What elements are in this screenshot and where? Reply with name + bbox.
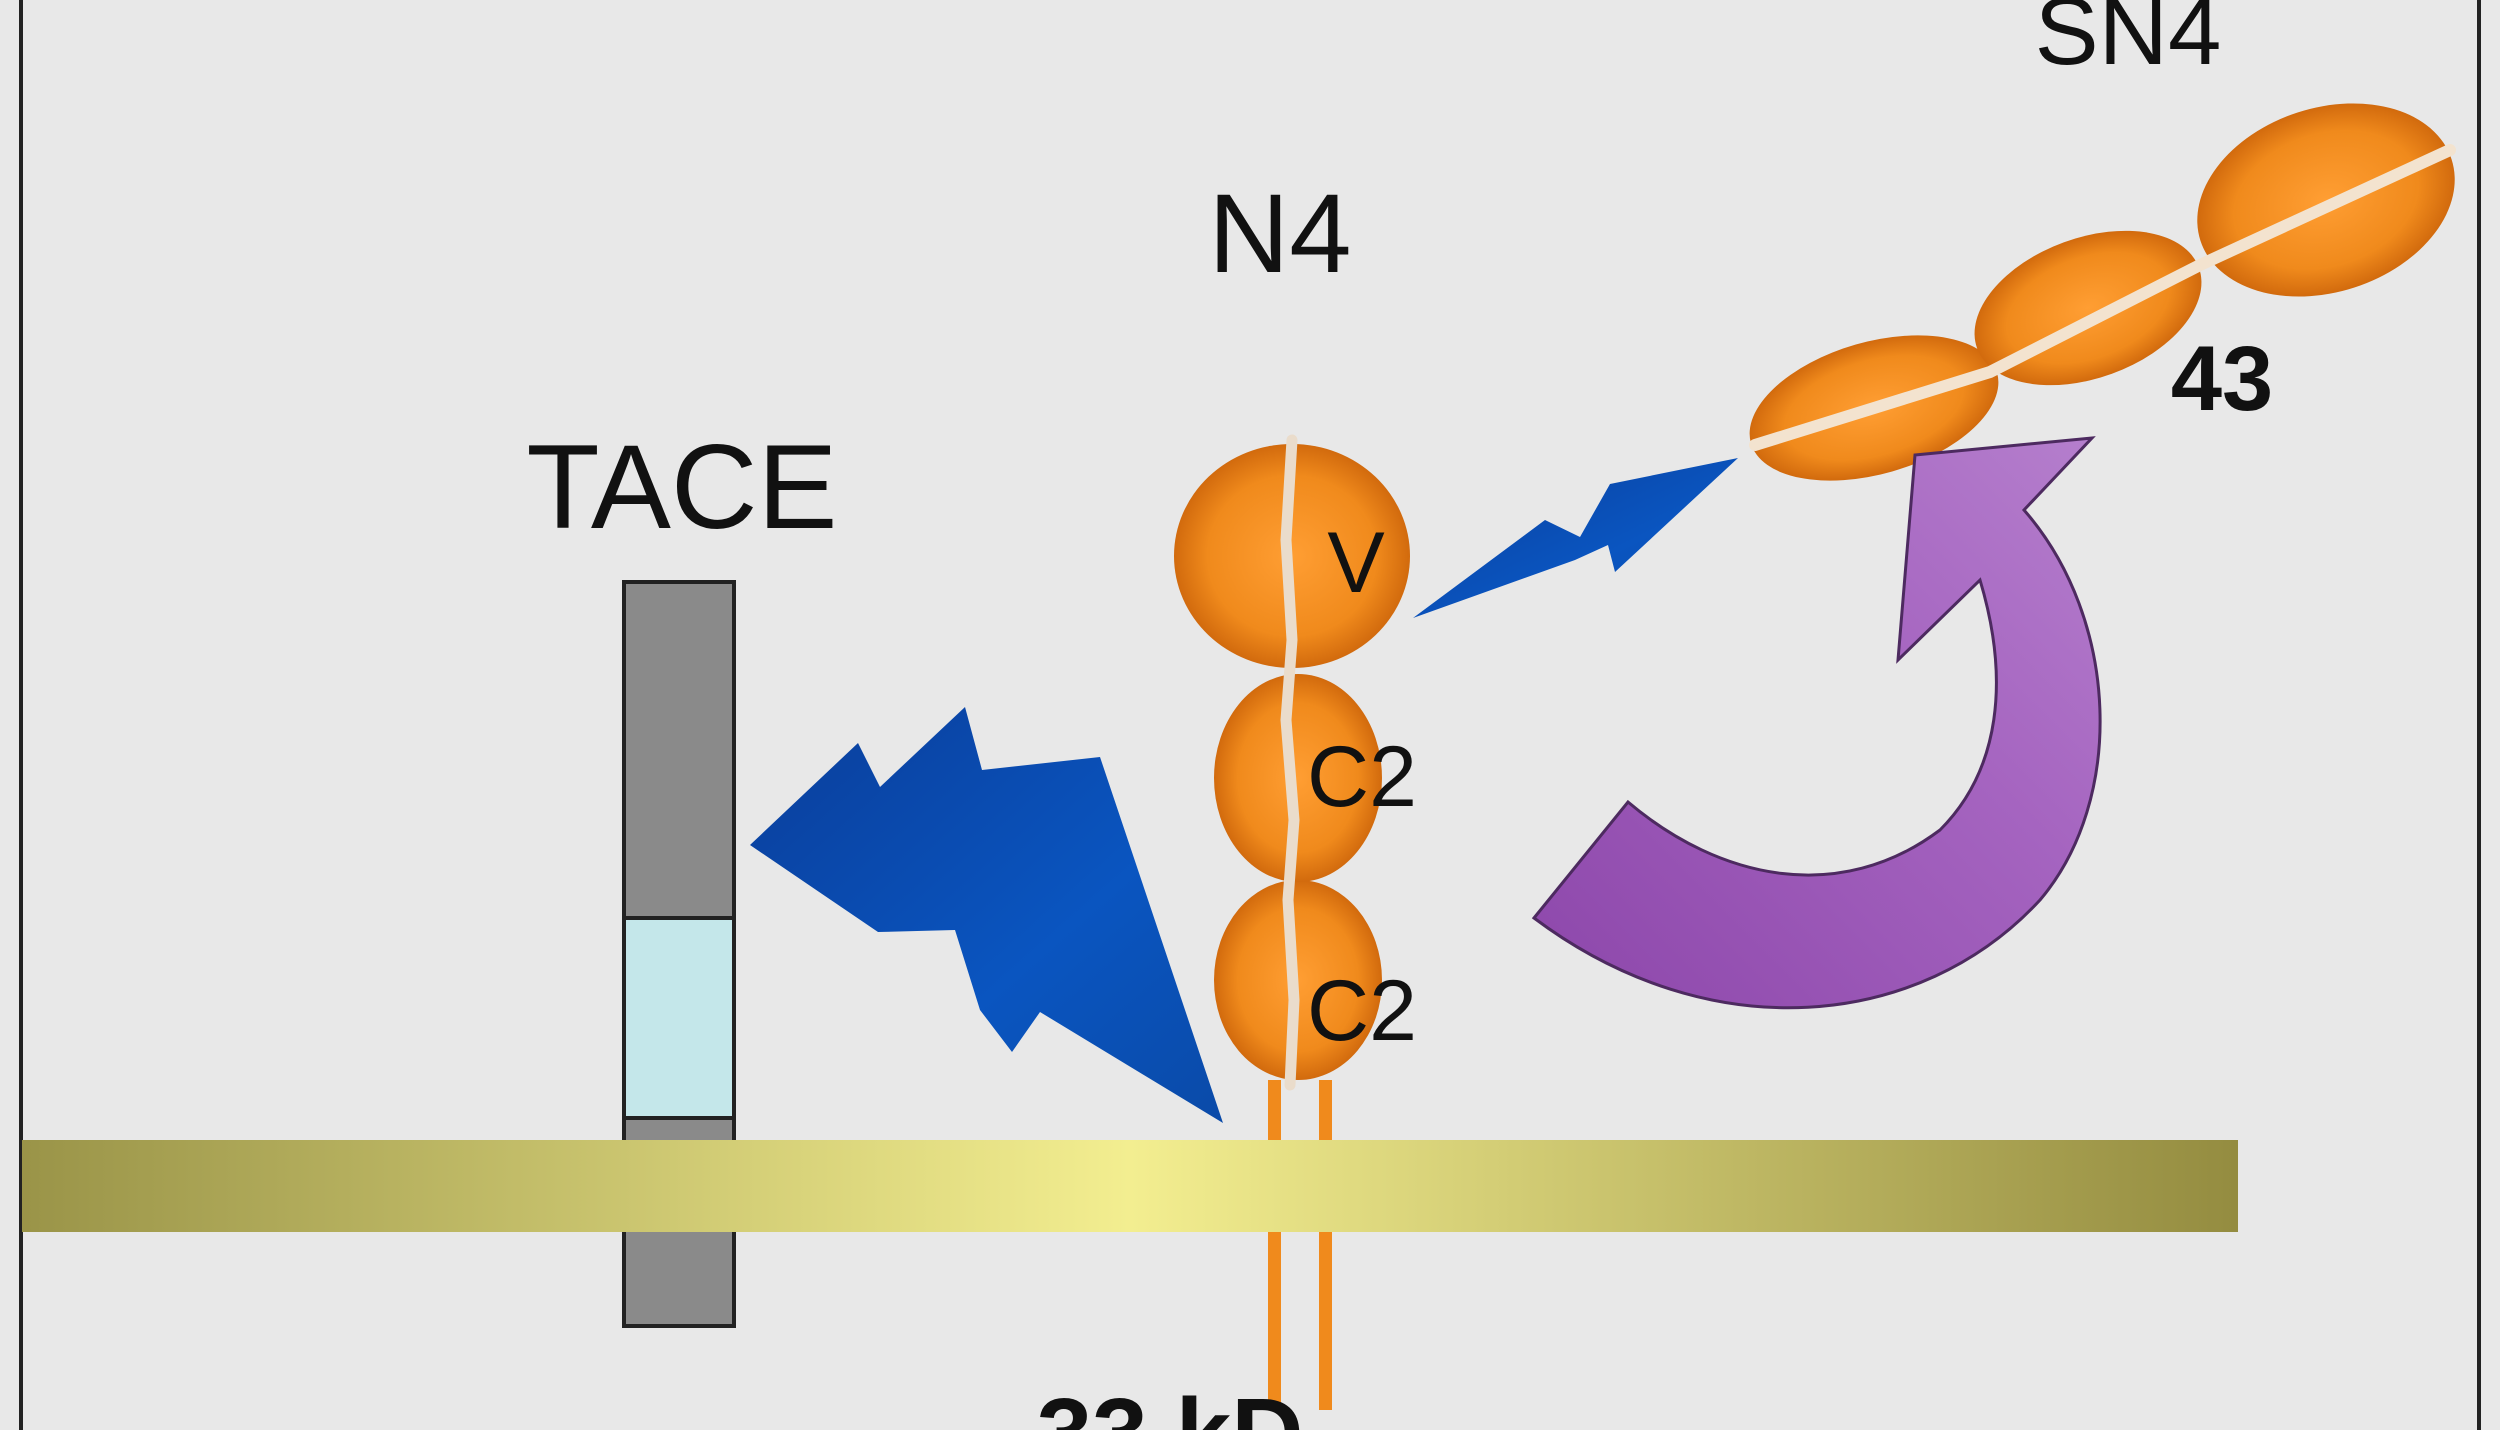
domain-c2-upper: [1214, 674, 1382, 882]
tace-cyan-segment: [622, 916, 736, 1122]
domain-c2-upper-label: C2: [1307, 729, 1417, 825]
shedding-arrow-icon: [1413, 458, 1738, 618]
bottom-partial-label: 33 kD: [1037, 1378, 1304, 1430]
sn4-label: SN4: [2035, 0, 2222, 85]
n4-cleft: [1280, 434, 1300, 1091]
n4-stalk: [1268, 1080, 1332, 1410]
sn4-number-label: 43: [2171, 328, 2273, 430]
sn4-domain-3: [2197, 103, 2455, 297]
domain-v-label: V: [1327, 515, 1384, 611]
curved-arrow-icon: [1531, 436, 2102, 1010]
n4-protein: [1174, 434, 1410, 1091]
cell-membrane: [22, 1140, 2238, 1232]
sn4-cleft: [1749, 144, 2456, 451]
lightning-bolt-icon: [750, 707, 1223, 1123]
n4-label: N4: [1208, 171, 1351, 296]
sn4-protein: [1749, 103, 2456, 481]
tace-gray-upper: [622, 580, 736, 922]
domain-c2-lower-label: C2: [1307, 963, 1417, 1059]
tace-label: TACE: [526, 420, 837, 554]
